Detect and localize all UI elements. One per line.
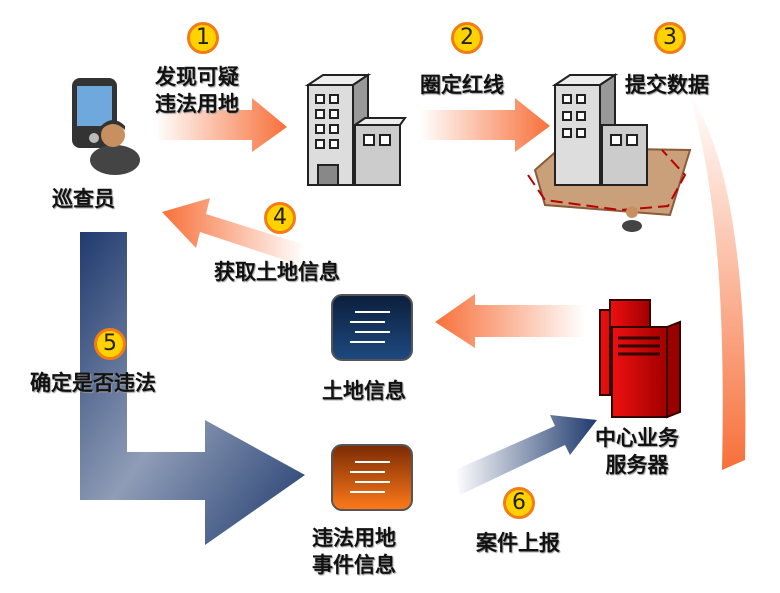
arrow-step2 — [420, 98, 550, 152]
step-3-badge: 3 — [654, 22, 686, 54]
label-line: 违法用地 — [312, 526, 396, 550]
arrow-server-to-land — [435, 294, 585, 348]
building-icon — [304, 73, 407, 186]
building-redline-icon — [527, 73, 692, 232]
arrow-step5 — [80, 232, 305, 545]
step-1-badge: 1 — [187, 22, 219, 54]
arrow-step1 — [155, 98, 287, 152]
step-3-label: 提交数据 — [625, 73, 709, 97]
step-6-badge: 6 — [503, 487, 535, 519]
step-5-label: 确定是否违法 — [30, 371, 156, 395]
case-info-icon — [331, 444, 413, 511]
step-4-badge: 4 — [264, 202, 296, 234]
step-2-label: 圈定红线 — [420, 73, 504, 97]
arrow-step3 — [690, 95, 746, 470]
inspector-icon — [72, 78, 140, 175]
step-6-label: 案件上报 — [476, 531, 560, 555]
server-label: 中心业务 服务器 — [595, 425, 679, 479]
label-line: 服务器 — [605, 453, 669, 477]
step-1-label: 发现可疑 违法用地 — [155, 64, 239, 118]
step-5-badge: 5 — [94, 328, 126, 360]
land-info-icon — [331, 294, 413, 361]
label-line: 中心业务 — [595, 426, 679, 450]
arrow-step6 — [455, 415, 597, 495]
server-icon — [599, 299, 681, 419]
case-info-label: 违法用地 事件信息 — [312, 525, 396, 579]
label-line: 事件信息 — [312, 553, 396, 577]
step-4-label: 获取土地信息 — [214, 260, 340, 284]
inspector-label: 巡查员 — [52, 187, 115, 211]
land-info-label: 土地信息 — [322, 379, 406, 403]
step-2-badge: 2 — [451, 22, 483, 54]
label-line: 发现可疑 — [155, 65, 239, 89]
label-line: 违法用地 — [155, 92, 239, 116]
arrow-step4 — [162, 198, 305, 265]
